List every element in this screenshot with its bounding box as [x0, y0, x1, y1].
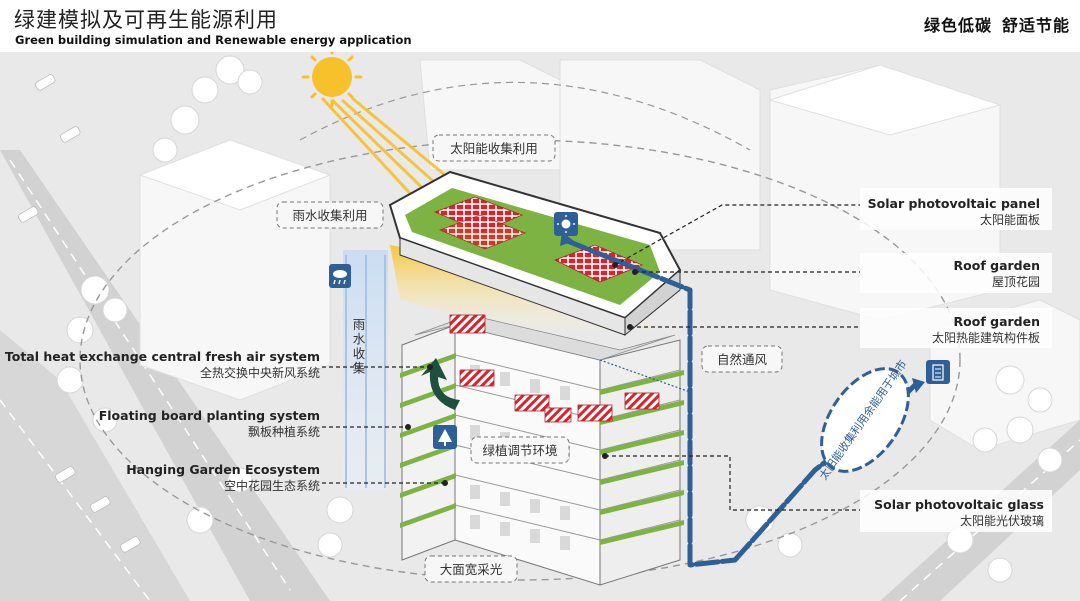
- rain-collection-band: [343, 250, 388, 490]
- tree-icon: [433, 425, 457, 449]
- building-diagram: 雨水收集: [0, 52, 1080, 601]
- svg-text:雨水收集利用: 雨水收集利用: [292, 208, 367, 223]
- rain-vertical-label: 雨水收集: [351, 318, 366, 376]
- svg-text:Floating board planting system: Floating board planting system: [99, 408, 320, 423]
- slogan-energy-saving: 舒适节能: [1001, 16, 1070, 35]
- label-hanging-garden: Hanging Garden Ecosystem 空中花园生态系统: [126, 462, 320, 493]
- svg-text:全热交换中央新风系统: 全热交换中央新风系统: [200, 365, 320, 380]
- leader-lines: [322, 204, 860, 511]
- slogan: 绿色低碳舒适节能: [914, 12, 1070, 36]
- svg-text:自然通风: 自然通风: [717, 352, 768, 367]
- label-solar-thermal-component: Roof garden 太阳热能建筑构件板: [932, 314, 1040, 345]
- tag-green-regulation: 绿植调节环境: [470, 436, 570, 464]
- fresh-air-arrow: [421, 358, 460, 410]
- label-floating-board-planting: Floating board planting system 飘板种植系统: [99, 408, 320, 439]
- label-roof-garden: Roof garden 屋顶花园: [954, 258, 1040, 289]
- svg-text:空中花园生态系统: 空中花园生态系统: [224, 478, 320, 493]
- svg-text:飘板种植系统: 飘板种植系统: [248, 424, 320, 439]
- trees: [56, 55, 1063, 583]
- svg-text:太阳能面板: 太阳能面板: [980, 212, 1040, 227]
- svg-text:Hanging Garden Ecosystem: Hanging Garden Ecosystem: [126, 462, 320, 477]
- label-solar-pv-panel: Solar photovoltaic panel 太阳能面板: [868, 196, 1040, 227]
- roof-garden: [388, 170, 682, 337]
- tag-solar-collection: 太阳能收集利用: [432, 134, 556, 162]
- tag-daylighting: 大面宽采光: [424, 555, 518, 583]
- sunshine-icon: [554, 212, 578, 236]
- slogan-low-carbon: 绿色低碳: [923, 16, 992, 35]
- label-solar-pv-glass: Solar photovoltaic glass 太阳能光伏玻璃: [874, 497, 1044, 528]
- svg-text:屋顶花园: 屋顶花园: [992, 274, 1040, 289]
- svg-text:大面宽采光: 大面宽采光: [440, 562, 503, 577]
- pv-panel: [553, 244, 644, 283]
- sun-icon: [301, 52, 363, 108]
- svg-text:Solar photovoltaic panel: Solar photovoltaic panel: [868, 196, 1040, 211]
- page-title: 绿建模拟及可再生能源利用: [14, 8, 278, 32]
- tag-natural-ventilation: 自然通风: [701, 345, 783, 373]
- rain-cloud-icon: [329, 264, 351, 288]
- svg-text:太阳能光伏玻璃: 太阳能光伏玻璃: [960, 513, 1044, 528]
- svg-text:绿植调节环境: 绿植调节环境: [482, 443, 557, 458]
- svg-text:太阳热能建筑构件板: 太阳热能建筑构件板: [932, 330, 1040, 345]
- header: 绿建模拟及可再生能源利用 Green building simulation a…: [0, 0, 1080, 52]
- svg-text:Roof garden: Roof garden: [954, 258, 1040, 273]
- page-subtitle: Green building simulation and Renewable …: [15, 33, 412, 47]
- label-fresh-air-system: Total heat exchange central fresh air sy…: [5, 349, 320, 380]
- svg-text:Solar photovoltaic glass: Solar photovoltaic glass: [874, 497, 1044, 512]
- city-building-icon: [926, 360, 950, 384]
- svg-text:Total heat exchange central fr: Total heat exchange central fresh air sy…: [5, 349, 320, 364]
- tag-rain-collection: 雨水收集利用: [276, 201, 384, 229]
- svg-text:太阳能收集利用: 太阳能收集利用: [450, 141, 538, 156]
- svg-text:Roof garden: Roof garden: [954, 314, 1040, 329]
